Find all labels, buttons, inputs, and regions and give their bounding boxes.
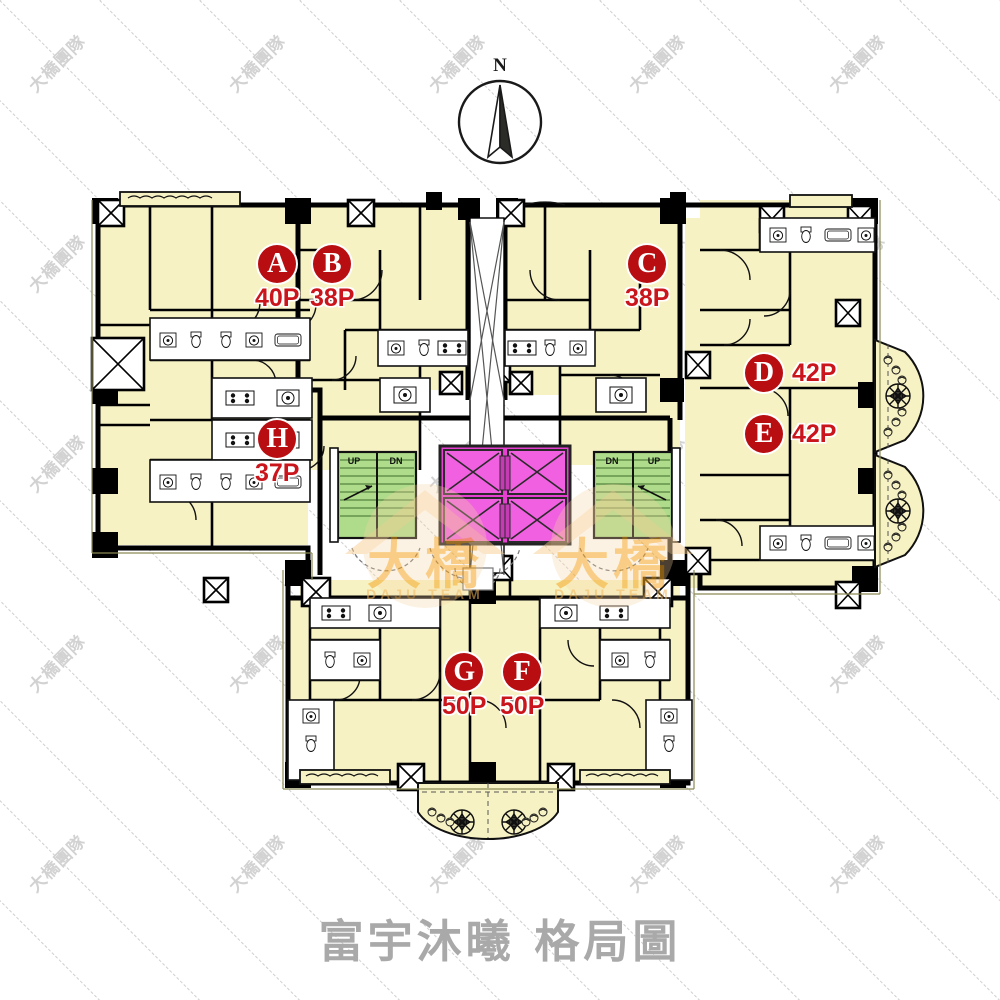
unit-letter-c: C	[628, 245, 667, 283]
unit-area-h: 37P	[255, 459, 300, 487]
unit-letter-a: A	[258, 245, 297, 283]
unit-letter-d: D	[745, 354, 783, 392]
compass-north-label: N	[493, 55, 507, 76]
daju-roof-logo-icon	[345, 484, 505, 608]
unit-area-b: 38P	[310, 284, 355, 312]
unit-letter-h: H	[258, 420, 297, 458]
unit-area-f: 50P	[500, 692, 545, 720]
brand-watermark-cn: 大橋	[555, 533, 671, 596]
unit-letter-e: E	[745, 415, 783, 453]
compass-rose: N	[455, 55, 545, 170]
brand-watermark-left: 大橋 DAJU TEAM	[320, 468, 530, 618]
svg-text:UP: UP	[348, 456, 361, 466]
unit-area-g: 50P	[442, 692, 487, 720]
brand-watermark-cn: 大橋	[367, 533, 483, 596]
unit-letter-f: F	[503, 653, 542, 691]
unit-area-a: 40P	[255, 284, 300, 312]
unit-letter-g: G	[445, 653, 484, 691]
unit-badge-e[interactable]: E 42P	[745, 415, 836, 453]
daju-roof-logo-icon	[533, 484, 693, 608]
svg-text:DN: DN	[390, 456, 403, 466]
svg-text:UP: UP	[648, 456, 661, 466]
north-arrow-icon	[457, 79, 543, 165]
unit-area-c: 38P	[625, 284, 670, 312]
unit-area-d: 42P	[792, 358, 837, 387]
brand-watermark-right: 大橋 DAJU TEAM	[508, 468, 718, 618]
unit-area-e: 42P	[792, 419, 837, 448]
unit-badge-d[interactable]: D 42P	[745, 354, 836, 392]
brand-watermark-en: DAJU TEAM	[366, 586, 484, 602]
page-title: 富宇沐曦 格局圖	[318, 915, 682, 968]
unit-letter-b: B	[313, 245, 352, 283]
brand-watermark-en: DAJU TEAM	[554, 586, 672, 602]
svg-text:DN: DN	[606, 456, 619, 466]
